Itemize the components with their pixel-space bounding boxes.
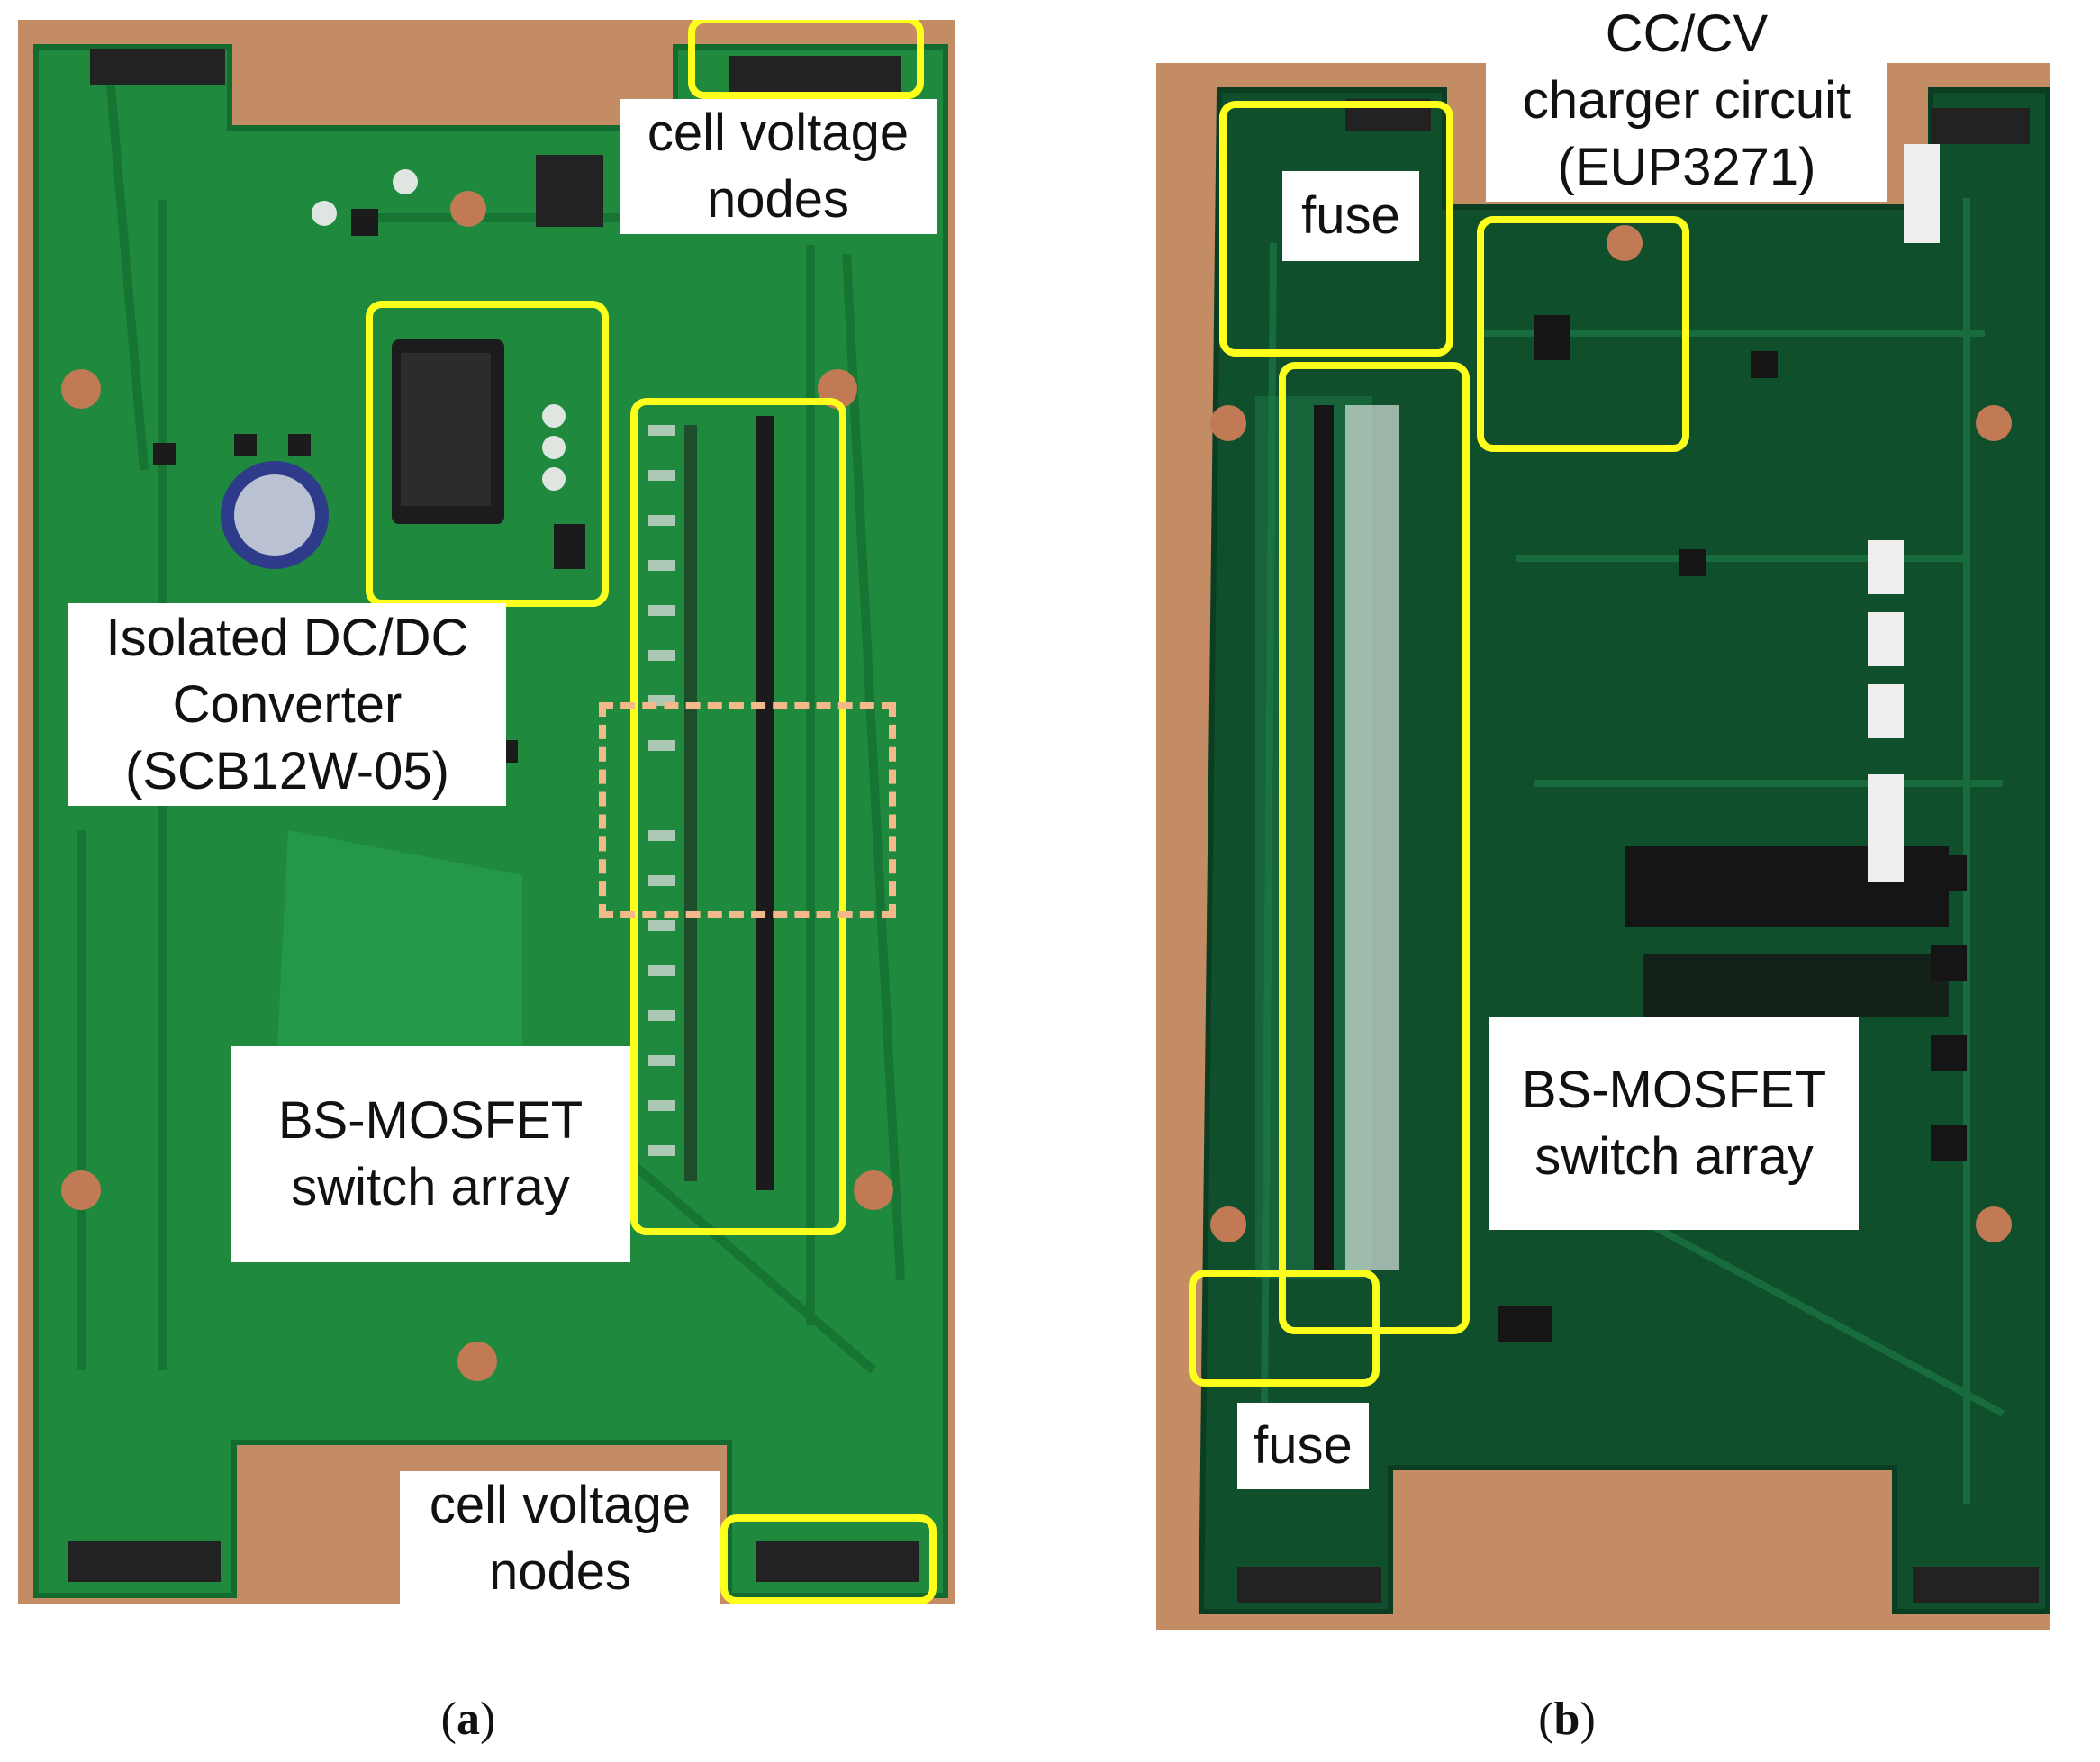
label-fuse-top: fuse	[1282, 171, 1419, 261]
caption-letter: b	[1553, 1694, 1580, 1745]
callout-box-mosfet-array-b	[1279, 362, 1470, 1334]
panel-a-photo: cell voltage nodes Isolated DC/DC Conver…	[18, 20, 955, 1604]
caption-letter: a	[457, 1694, 480, 1745]
label-fuse-bottom: fuse	[1237, 1403, 1369, 1489]
label-cell-voltage-nodes-bottom: cell voltage nodes	[400, 1471, 720, 1604]
label-line: (EUP3271)	[1557, 138, 1816, 196]
label-line: switch array	[1534, 1127, 1814, 1186]
label-cc-cv-charger-circuit: CC/CV charger circuit (EUP3271)	[1486, 0, 1887, 202]
callout-box-cell-voltage-bottom	[720, 1514, 937, 1604]
label-line: charger circuit	[1522, 71, 1851, 130]
label-line: nodes	[488, 1542, 632, 1601]
label-bs-mosfet-switch-array-b: BS-MOSFET switch array	[1489, 1017, 1859, 1230]
label-line: CC/CV	[1605, 5, 1769, 63]
label-cell-voltage-nodes-top: cell voltage nodes	[620, 99, 937, 234]
dashed-box-mosfet-highlight	[599, 702, 896, 918]
panel-b-photo: fuse BS-MOSFET switch array fuse	[1156, 63, 2050, 1630]
label-bs-mosfet-switch-array-a: BS-MOSFET switch array	[231, 1046, 630, 1262]
label-line: BS-MOSFET	[1521, 1061, 1827, 1119]
callout-box-cell-voltage-top	[688, 20, 924, 99]
callout-box-mosfet-array	[630, 398, 846, 1235]
label-line: BS-MOSFET	[277, 1091, 584, 1150]
caption-b: (b)	[1495, 1693, 1639, 1746]
caption-paren: (	[1538, 1694, 1554, 1745]
label-line: (SCB12W-05)	[125, 741, 449, 800]
callout-box-fuse-top	[1219, 101, 1453, 357]
callout-box-fuse-bottom	[1189, 1270, 1380, 1387]
caption-a: (a)	[396, 1693, 540, 1746]
label-line: nodes	[706, 170, 850, 229]
label-line: fuse	[1254, 1416, 1353, 1475]
label-isolated-dcdc-converter: Isolated DC/DC Converter (SCB12W-05)	[68, 603, 506, 806]
label-line: cell voltage	[429, 1476, 692, 1534]
callout-box-charger-circuit	[1477, 216, 1689, 452]
caption-paren: )	[480, 1694, 496, 1745]
label-line: Isolated DC/DC	[105, 608, 469, 667]
caption-paren: )	[1580, 1694, 1596, 1745]
label-line: cell voltage	[647, 104, 910, 162]
label-line: fuse	[1301, 186, 1400, 245]
pcb-b-illustration	[1156, 63, 2050, 1630]
label-line: Converter	[172, 674, 403, 734]
label-line: switch array	[291, 1158, 570, 1216]
callout-box-dcdc	[366, 301, 609, 607]
caption-paren: (	[440, 1694, 457, 1745]
